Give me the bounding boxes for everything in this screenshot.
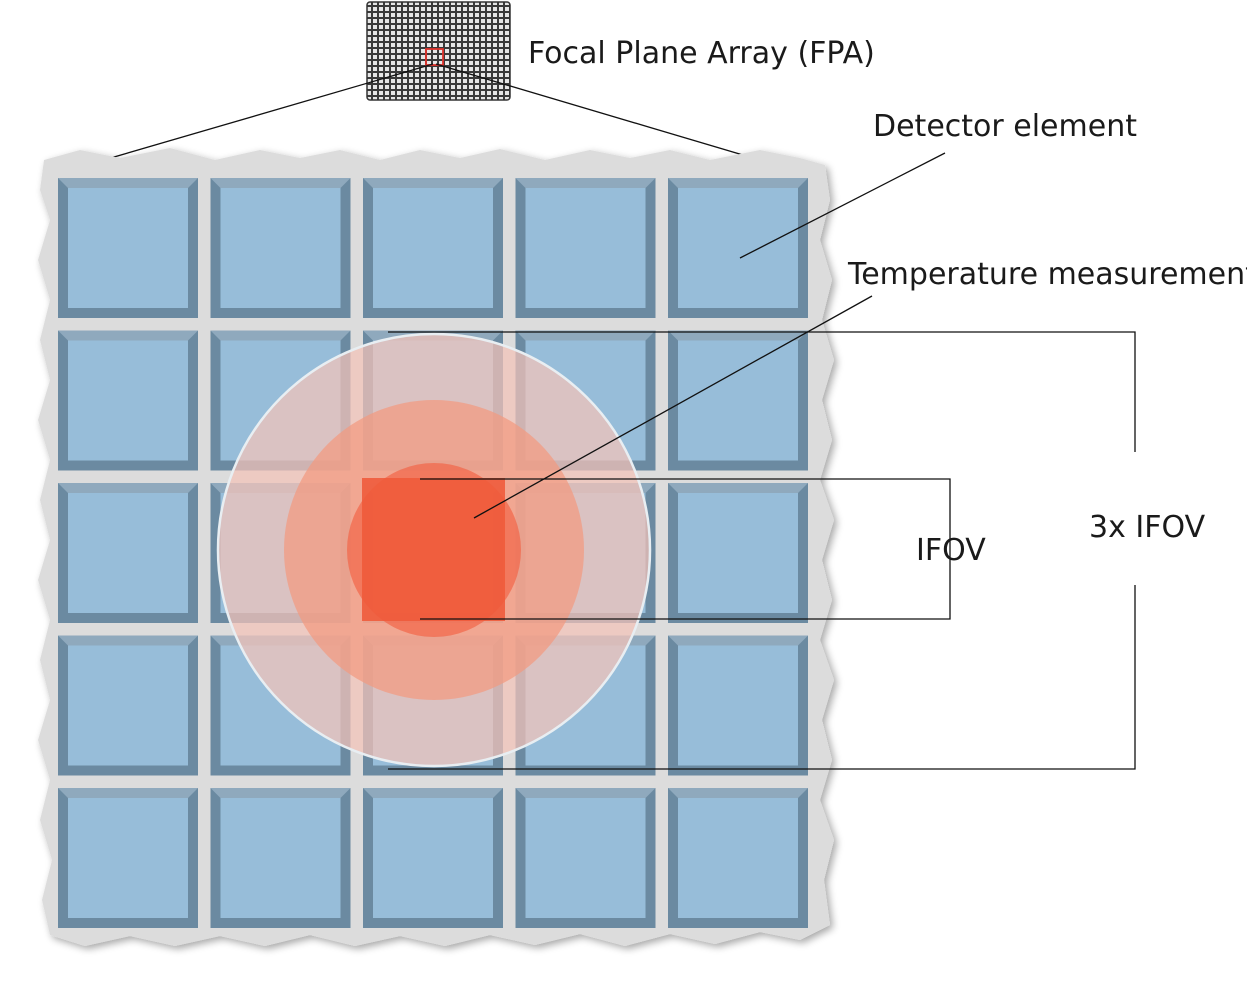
- detector-element: [210, 178, 351, 318]
- detector-element-label: Detector element: [873, 109, 1137, 144]
- zoom-line-left: [65, 63, 434, 172]
- temperature-measurement-leader: [473, 295, 873, 519]
- detector-element: [58, 330, 198, 471]
- detector-element: [58, 483, 198, 623]
- zoom-line-right: [435, 63, 798, 172]
- detector-element: [668, 178, 808, 318]
- detector-element: [668, 330, 808, 471]
- ifov-detector-highlight: [362, 478, 505, 621]
- ifov-label: IFOV: [916, 533, 986, 568]
- measurement-spot: [216, 332, 652, 768]
- detector-element: [210, 788, 351, 928]
- detector-element: [515, 178, 656, 318]
- ifov3-label: 3x IFOV: [1089, 510, 1206, 545]
- fpa-zoom-marker: [425, 48, 444, 66]
- detector-element: [668, 635, 808, 776]
- fpa-chip: [366, 1, 511, 101]
- fpa-label: Focal Plane Array (FPA): [528, 36, 875, 71]
- detector-element: [668, 483, 808, 623]
- ifov3-bracket-bottom: [388, 585, 1136, 770]
- detector-element: [58, 178, 198, 318]
- detector-element: [363, 788, 503, 928]
- detector-element-leader: [739, 152, 946, 259]
- detector-element: [515, 788, 656, 928]
- detector-element: [668, 788, 808, 928]
- detector-element: [58, 635, 198, 776]
- ifov3-bracket-top: [388, 331, 1136, 452]
- ifov-bracket: [420, 478, 951, 620]
- detector-element: [58, 788, 198, 928]
- detector-element: [363, 178, 503, 318]
- temperature-measurement-label: Temperature measurement: [847, 257, 1247, 292]
